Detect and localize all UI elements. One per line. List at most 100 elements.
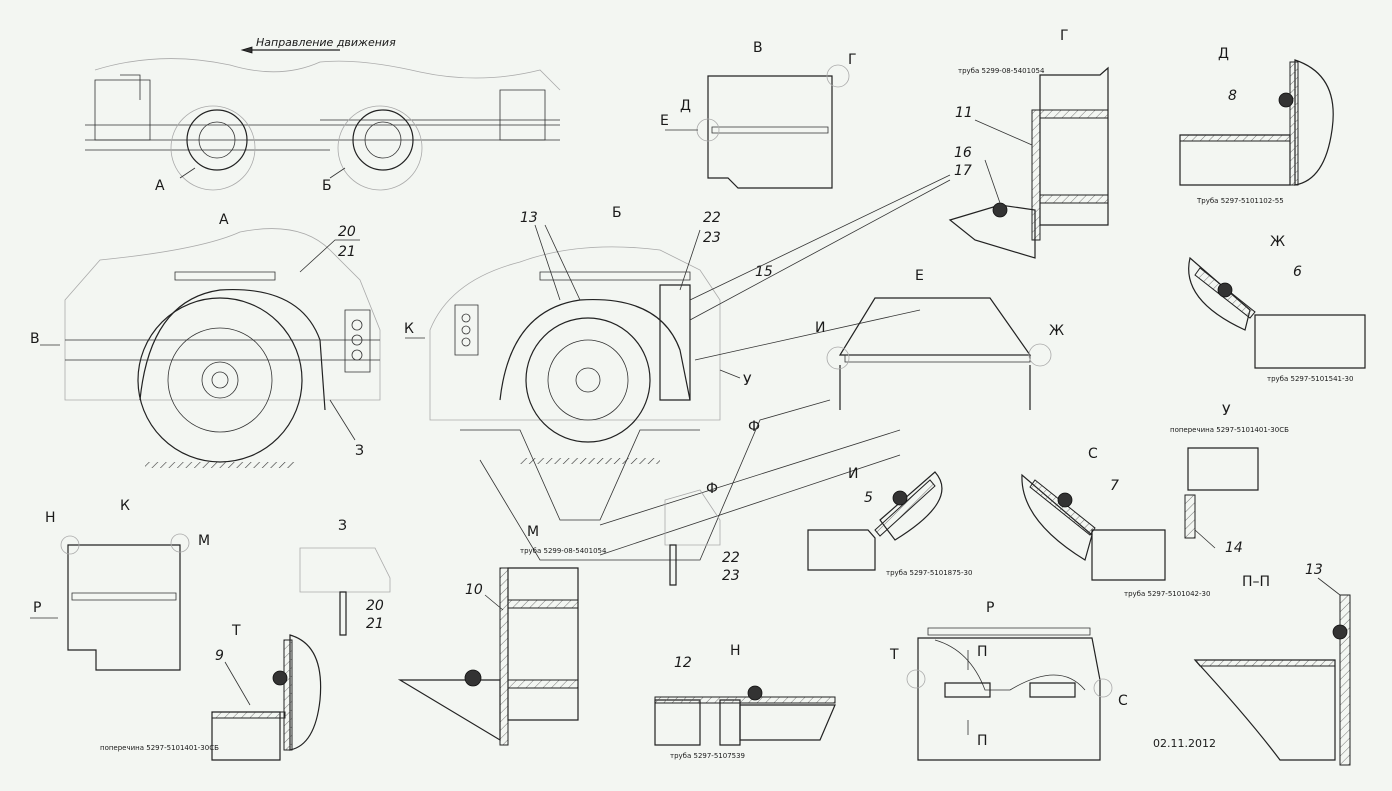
callout-b: Б [322, 178, 332, 194]
detail-g-leader-16 [984, 159, 1001, 204]
view-e-arch [838, 297, 1032, 356]
detail-d-part-8: 8 [1228, 88, 1237, 104]
view-b-callout-k: К [404, 321, 414, 337]
overview-front-hub [198, 121, 236, 159]
detail-n-plate [654, 696, 836, 704]
detail-s-tube [1091, 529, 1166, 581]
detail-t-bolt [272, 670, 288, 686]
overview-body-outline [94, 58, 561, 91]
detail-zh: Ж 6 труба 5297-5101541-30 [1188, 234, 1366, 383]
detail-m-bolt [464, 669, 482, 687]
detail-m-leader-10 [484, 594, 504, 611]
view-a-light-lamp-3 [351, 349, 363, 361]
overview-callout-circle-a [170, 105, 256, 191]
view-k-title: К [120, 498, 130, 514]
view-a-light-lamp-1 [351, 319, 363, 331]
view-a-part-20: 20 [338, 224, 356, 240]
detail-f-bracket [669, 544, 677, 586]
section-pp: П–П 13 [1193, 562, 1351, 766]
detail-z-title: З [338, 518, 347, 534]
detail-g-leader-11 [974, 119, 1033, 146]
detail-i-title: И [848, 466, 858, 482]
overview-leaders [179, 167, 346, 179]
detail-i-panel [879, 471, 943, 541]
detail-t-plate [283, 639, 293, 751]
detail-s-bolt [1057, 492, 1073, 508]
detail-g-part-11: 11 [955, 105, 973, 121]
detail-z-shape [299, 547, 391, 593]
detail-m-title: М [527, 524, 539, 540]
view-b-top-plate [539, 271, 691, 281]
detail-n-title: Н [730, 643, 741, 659]
detail-n-panel [739, 704, 836, 741]
view-r: Р Т С П П [889, 600, 1128, 761]
view-e-callout-i: И [815, 320, 825, 336]
detail-f-part-22: 22 [722, 550, 740, 566]
view-b-bracket [659, 284, 691, 401]
section-pp-bolt [1332, 624, 1348, 640]
view-a-wheel-arch [139, 288, 326, 411]
callout-a: А [155, 178, 165, 194]
detail-g-note: труба 5299-08-5401054 [958, 67, 1045, 75]
detail-d-tube-wall [1179, 134, 1291, 142]
view-k-callout-circle-n [60, 535, 80, 555]
view-a: А В З 20 21 [30, 212, 381, 468]
detail-d-note: Труба 5297-5101102-55 [1196, 197, 1284, 205]
view-r-callout-circle-t [906, 669, 926, 689]
detail-f: 22 23 [664, 489, 740, 586]
view-b-light-lamp-2 [461, 325, 471, 335]
view-a-callout-z: З [355, 443, 364, 459]
view-k: К Н М Р [30, 498, 210, 671]
view-r-title: Р [986, 600, 994, 616]
view-r-arch-curve [934, 639, 1086, 691]
view-b-projection-lines [689, 174, 951, 361]
section-pp-leader-13 [1317, 577, 1341, 596]
view-b-part-23: 23 [703, 230, 721, 246]
view-b-rim [547, 339, 629, 421]
view-b-light-lamp-1 [461, 313, 471, 323]
view-b-wheel-arch [499, 298, 691, 401]
overview-chassis: Направление движения А Б [85, 36, 561, 194]
view-b-leader-22 [679, 229, 701, 291]
section-pp-title: П–П [1242, 574, 1270, 590]
detail-n-part-12: 12 [674, 655, 692, 671]
view-a-arch-top-plate [174, 271, 276, 281]
detail-t-panel [289, 634, 322, 751]
detail-t: Т 9 поперечина 5297-5101401-30СБ [100, 623, 322, 761]
view-b-f-outline-3 [599, 429, 901, 556]
view-b-part-22: 22 [703, 210, 721, 226]
detail-g-bolt [992, 202, 1008, 218]
detail-i-plate [874, 479, 936, 537]
view-r-brackets [944, 682, 1076, 698]
detail-n: Н 12 труба 5297-5107539 [654, 643, 836, 760]
view-k-callout-r: Р [33, 600, 41, 616]
view-e: Е И Ж [815, 268, 1064, 410]
view-a-rim [167, 327, 273, 433]
view-v-callout-e: Е [660, 113, 669, 129]
view-e-legs [839, 365, 1031, 410]
detail-d: Д 8 Труба 5297-5101102-55 [1179, 46, 1334, 205]
detail-z: З 20 21 [299, 518, 391, 636]
view-k-rail [71, 592, 177, 601]
view-b-f-outline-1 [460, 429, 700, 521]
detail-zh-tube [1254, 314, 1366, 369]
section-pp-bracket-wall [1193, 659, 1336, 667]
view-a-light [344, 309, 371, 373]
view-b-leader-u [719, 369, 741, 379]
detail-m-tube [507, 567, 579, 721]
drawing-date: 02.11.2012 [1153, 737, 1216, 750]
detail-s-plate [1029, 479, 1096, 536]
view-a-body-outline [64, 228, 381, 401]
detail-zh-note: труба 5297-5101541-30 [1267, 375, 1353, 383]
detail-f-shape [664, 489, 721, 546]
view-b-hub [575, 367, 601, 393]
detail-d-tube [1179, 134, 1291, 186]
view-v-callout-circle-g [826, 64, 850, 88]
detail-zh-panel [1188, 256, 1251, 331]
detail-u: У 14 поперечина 5297-5101401-30СБ [1170, 403, 1289, 556]
direction-label: Направление движения [256, 36, 396, 49]
overview-front-wheel [186, 109, 248, 171]
view-a-light-lamp-2 [351, 334, 363, 346]
detail-z-bracket [339, 591, 347, 636]
view-a-frame [65, 339, 380, 361]
